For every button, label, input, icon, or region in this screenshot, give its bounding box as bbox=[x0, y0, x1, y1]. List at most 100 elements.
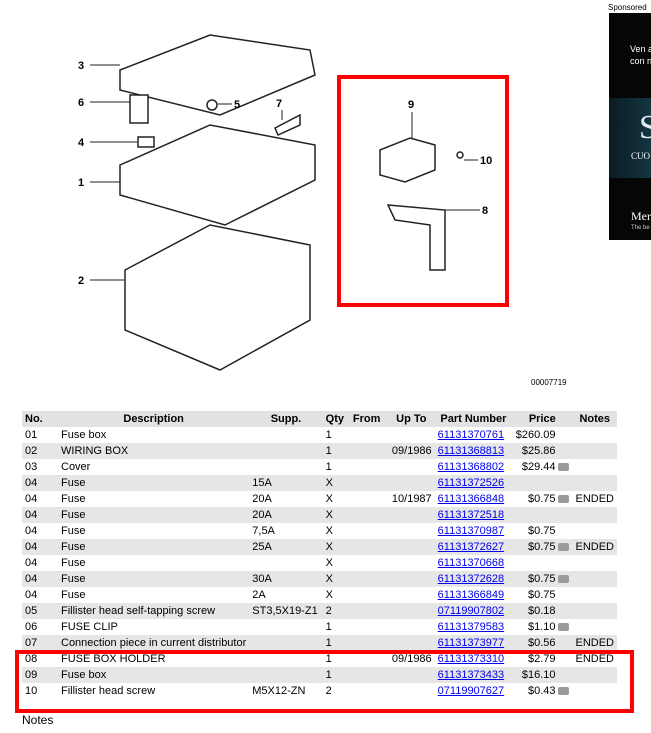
cell-notes bbox=[572, 475, 617, 491]
part-number-link[interactable]: 61131379583 bbox=[437, 621, 505, 633]
camera-icon[interactable] bbox=[558, 463, 570, 472]
svg-text:4: 4 bbox=[78, 137, 85, 149]
cell-no: 03 bbox=[22, 459, 58, 475]
cell-price: $16.10 bbox=[512, 667, 573, 683]
col-upto: Up To bbox=[387, 411, 435, 427]
cell-part-number: 61131368802 bbox=[434, 459, 513, 475]
part-number-link[interactable]: 61131368802 bbox=[437, 461, 505, 473]
part-number-link[interactable]: 61131370668 bbox=[437, 557, 505, 569]
cell-supp: M5X12-ZN bbox=[249, 683, 323, 699]
cell-description: Fuse box bbox=[58, 667, 250, 683]
svg-text:3: 3 bbox=[78, 60, 84, 72]
col-notes: Notes bbox=[572, 411, 617, 427]
part-number-link[interactable]: 61131373433 bbox=[437, 669, 505, 681]
cell-qty: 2 bbox=[322, 603, 350, 619]
part-number-link[interactable]: 61131366849 bbox=[437, 589, 505, 601]
notes-heading: Notes bbox=[22, 713, 54, 727]
cell-from bbox=[349, 523, 388, 539]
price: $0.18 bbox=[527, 605, 556, 617]
fuse-box-holder-box bbox=[379, 137, 436, 183]
camera-icon[interactable] bbox=[558, 575, 570, 584]
camera-icon[interactable] bbox=[558, 495, 570, 504]
cell-supp: 2A bbox=[249, 587, 323, 603]
cell-from bbox=[349, 539, 388, 555]
cell-from bbox=[349, 507, 388, 523]
cell-upto bbox=[387, 603, 435, 619]
cell-qty: X bbox=[322, 475, 350, 491]
cell-part-number: 07119907627 bbox=[434, 683, 513, 699]
cell-from bbox=[349, 459, 388, 475]
cell-notes bbox=[572, 619, 617, 635]
cell-price bbox=[512, 555, 573, 571]
price: $2.79 bbox=[527, 653, 556, 665]
cell-price: $2.79 bbox=[512, 651, 573, 667]
part-number-link[interactable]: 61131373310 bbox=[437, 653, 505, 665]
cell-part-number: 61131370987 bbox=[434, 523, 513, 539]
cell-notes bbox=[572, 443, 617, 459]
cell-supp bbox=[249, 459, 323, 475]
holder-screw-part bbox=[456, 151, 464, 159]
rows-highlight-box bbox=[15, 650, 634, 713]
part-number-link[interactable]: 61131366848 bbox=[437, 493, 505, 505]
cell-part-number: 61131373310 bbox=[434, 651, 513, 667]
cell-supp: 15A bbox=[249, 475, 323, 491]
cell-notes bbox=[572, 427, 617, 443]
cell-price: $0.56 bbox=[512, 635, 573, 651]
table-header: No. Description Supp. Qty From Up To Par… bbox=[22, 411, 617, 427]
part-number-link[interactable]: 61131370987 bbox=[437, 525, 505, 537]
cell-supp bbox=[249, 555, 323, 571]
cell-notes bbox=[572, 667, 617, 683]
cell-notes bbox=[572, 555, 617, 571]
cell-price: $0.75 bbox=[512, 523, 573, 539]
cell-supp bbox=[249, 619, 323, 635]
svg-text:9: 9 bbox=[408, 99, 414, 111]
part-number-link[interactable]: 61131372518 bbox=[437, 509, 505, 521]
part-number-link[interactable]: 07119907802 bbox=[437, 605, 505, 617]
cell-qty: 1 bbox=[322, 459, 350, 475]
cell-qty: X bbox=[322, 539, 350, 555]
cell-qty: 1 bbox=[322, 635, 350, 651]
part-number-link[interactable]: 61131372627 bbox=[437, 541, 505, 553]
camera-icon[interactable] bbox=[558, 543, 570, 552]
col-description: Description bbox=[58, 411, 250, 427]
cell-no: 04 bbox=[22, 475, 58, 491]
cell-from bbox=[349, 555, 388, 571]
cell-price: $0.75 bbox=[512, 539, 573, 555]
camera-icon[interactable] bbox=[558, 687, 570, 696]
cell-upto bbox=[387, 683, 435, 699]
cell-from bbox=[349, 619, 388, 635]
camera-icon[interactable] bbox=[558, 623, 570, 632]
cell-part-number: 61131373433 bbox=[434, 667, 513, 683]
parts-table: No. Description Supp. Qty From Up To Par… bbox=[22, 411, 617, 699]
cell-notes: ENDED bbox=[572, 651, 617, 667]
cell-description: Fuse bbox=[58, 523, 250, 539]
svg-text:6: 6 bbox=[78, 97, 84, 109]
cell-supp: 25A bbox=[249, 539, 323, 555]
part-number-link[interactable]: 61131372526 bbox=[437, 477, 505, 489]
part-number-link[interactable]: 61131370761 bbox=[437, 429, 505, 441]
cell-from bbox=[349, 571, 388, 587]
cell-price: $0.75 bbox=[512, 587, 573, 603]
part-number-link[interactable]: 61131372628 bbox=[437, 573, 505, 585]
cell-upto bbox=[387, 555, 435, 571]
part-number-link[interactable]: 61131368813 bbox=[437, 445, 505, 457]
cell-upto bbox=[387, 539, 435, 555]
cell-price: $0.43 bbox=[512, 683, 573, 699]
part-number-link[interactable]: 61131373977 bbox=[437, 637, 505, 649]
cell-upto bbox=[387, 619, 435, 635]
cell-from bbox=[349, 443, 388, 459]
cell-description: Fuse bbox=[58, 555, 250, 571]
part-number-link[interactable]: 07119907627 bbox=[437, 685, 505, 697]
cell-qty: 1 bbox=[322, 427, 350, 443]
